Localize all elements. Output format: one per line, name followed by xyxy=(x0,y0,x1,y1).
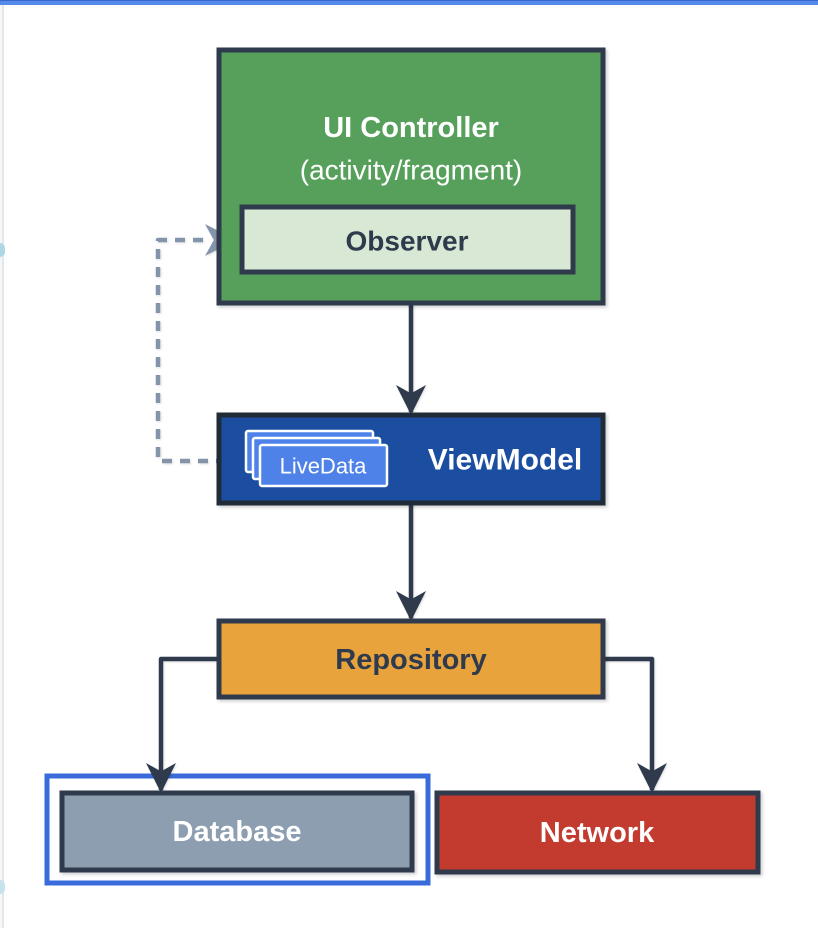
database-box[interactable] xyxy=(59,790,415,873)
node-viewmodel[interactable]: ViewModel LiveData xyxy=(216,412,606,506)
ui-controller-title: UI Controller xyxy=(323,112,499,144)
repository-box[interactable] xyxy=(216,618,606,700)
livedata-card[interactable] xyxy=(258,443,389,488)
database-label: Database xyxy=(173,816,302,848)
node-network[interactable]: Network xyxy=(434,790,761,875)
node-repository[interactable]: Repository xyxy=(216,618,606,700)
network-label: Network xyxy=(540,817,655,849)
network-box[interactable] xyxy=(434,790,761,875)
left-panel-handle-icon[interactable] xyxy=(0,880,5,894)
node-database[interactable]: Database xyxy=(59,790,415,873)
edge-repository-network[interactable] xyxy=(603,656,667,793)
top-accent-bar xyxy=(0,0,818,5)
left-edge-divider xyxy=(2,5,4,928)
edge-repository-database[interactable] xyxy=(146,656,219,793)
selection-highlight xyxy=(44,773,431,886)
left-gutter xyxy=(0,5,2,928)
edge-livedata-observer-dashed[interactable] xyxy=(155,224,244,464)
node-ui-controller[interactable]: UI Controller (activity/fragment) Observ… xyxy=(216,47,606,306)
repository-label: Repository xyxy=(335,644,486,676)
ui-controller-subtitle: (activity/fragment) xyxy=(300,155,523,186)
livedata-stack-icon[interactable]: LiveData xyxy=(244,429,389,488)
edges-layer xyxy=(146,224,667,793)
observer-box[interactable] xyxy=(239,204,576,275)
observer-label: Observer xyxy=(346,226,469,257)
livedata-label: LiveData xyxy=(280,454,368,479)
viewmodel-label: ViewModel xyxy=(428,444,582,477)
left-panel-handle-icon[interactable] xyxy=(0,243,5,257)
